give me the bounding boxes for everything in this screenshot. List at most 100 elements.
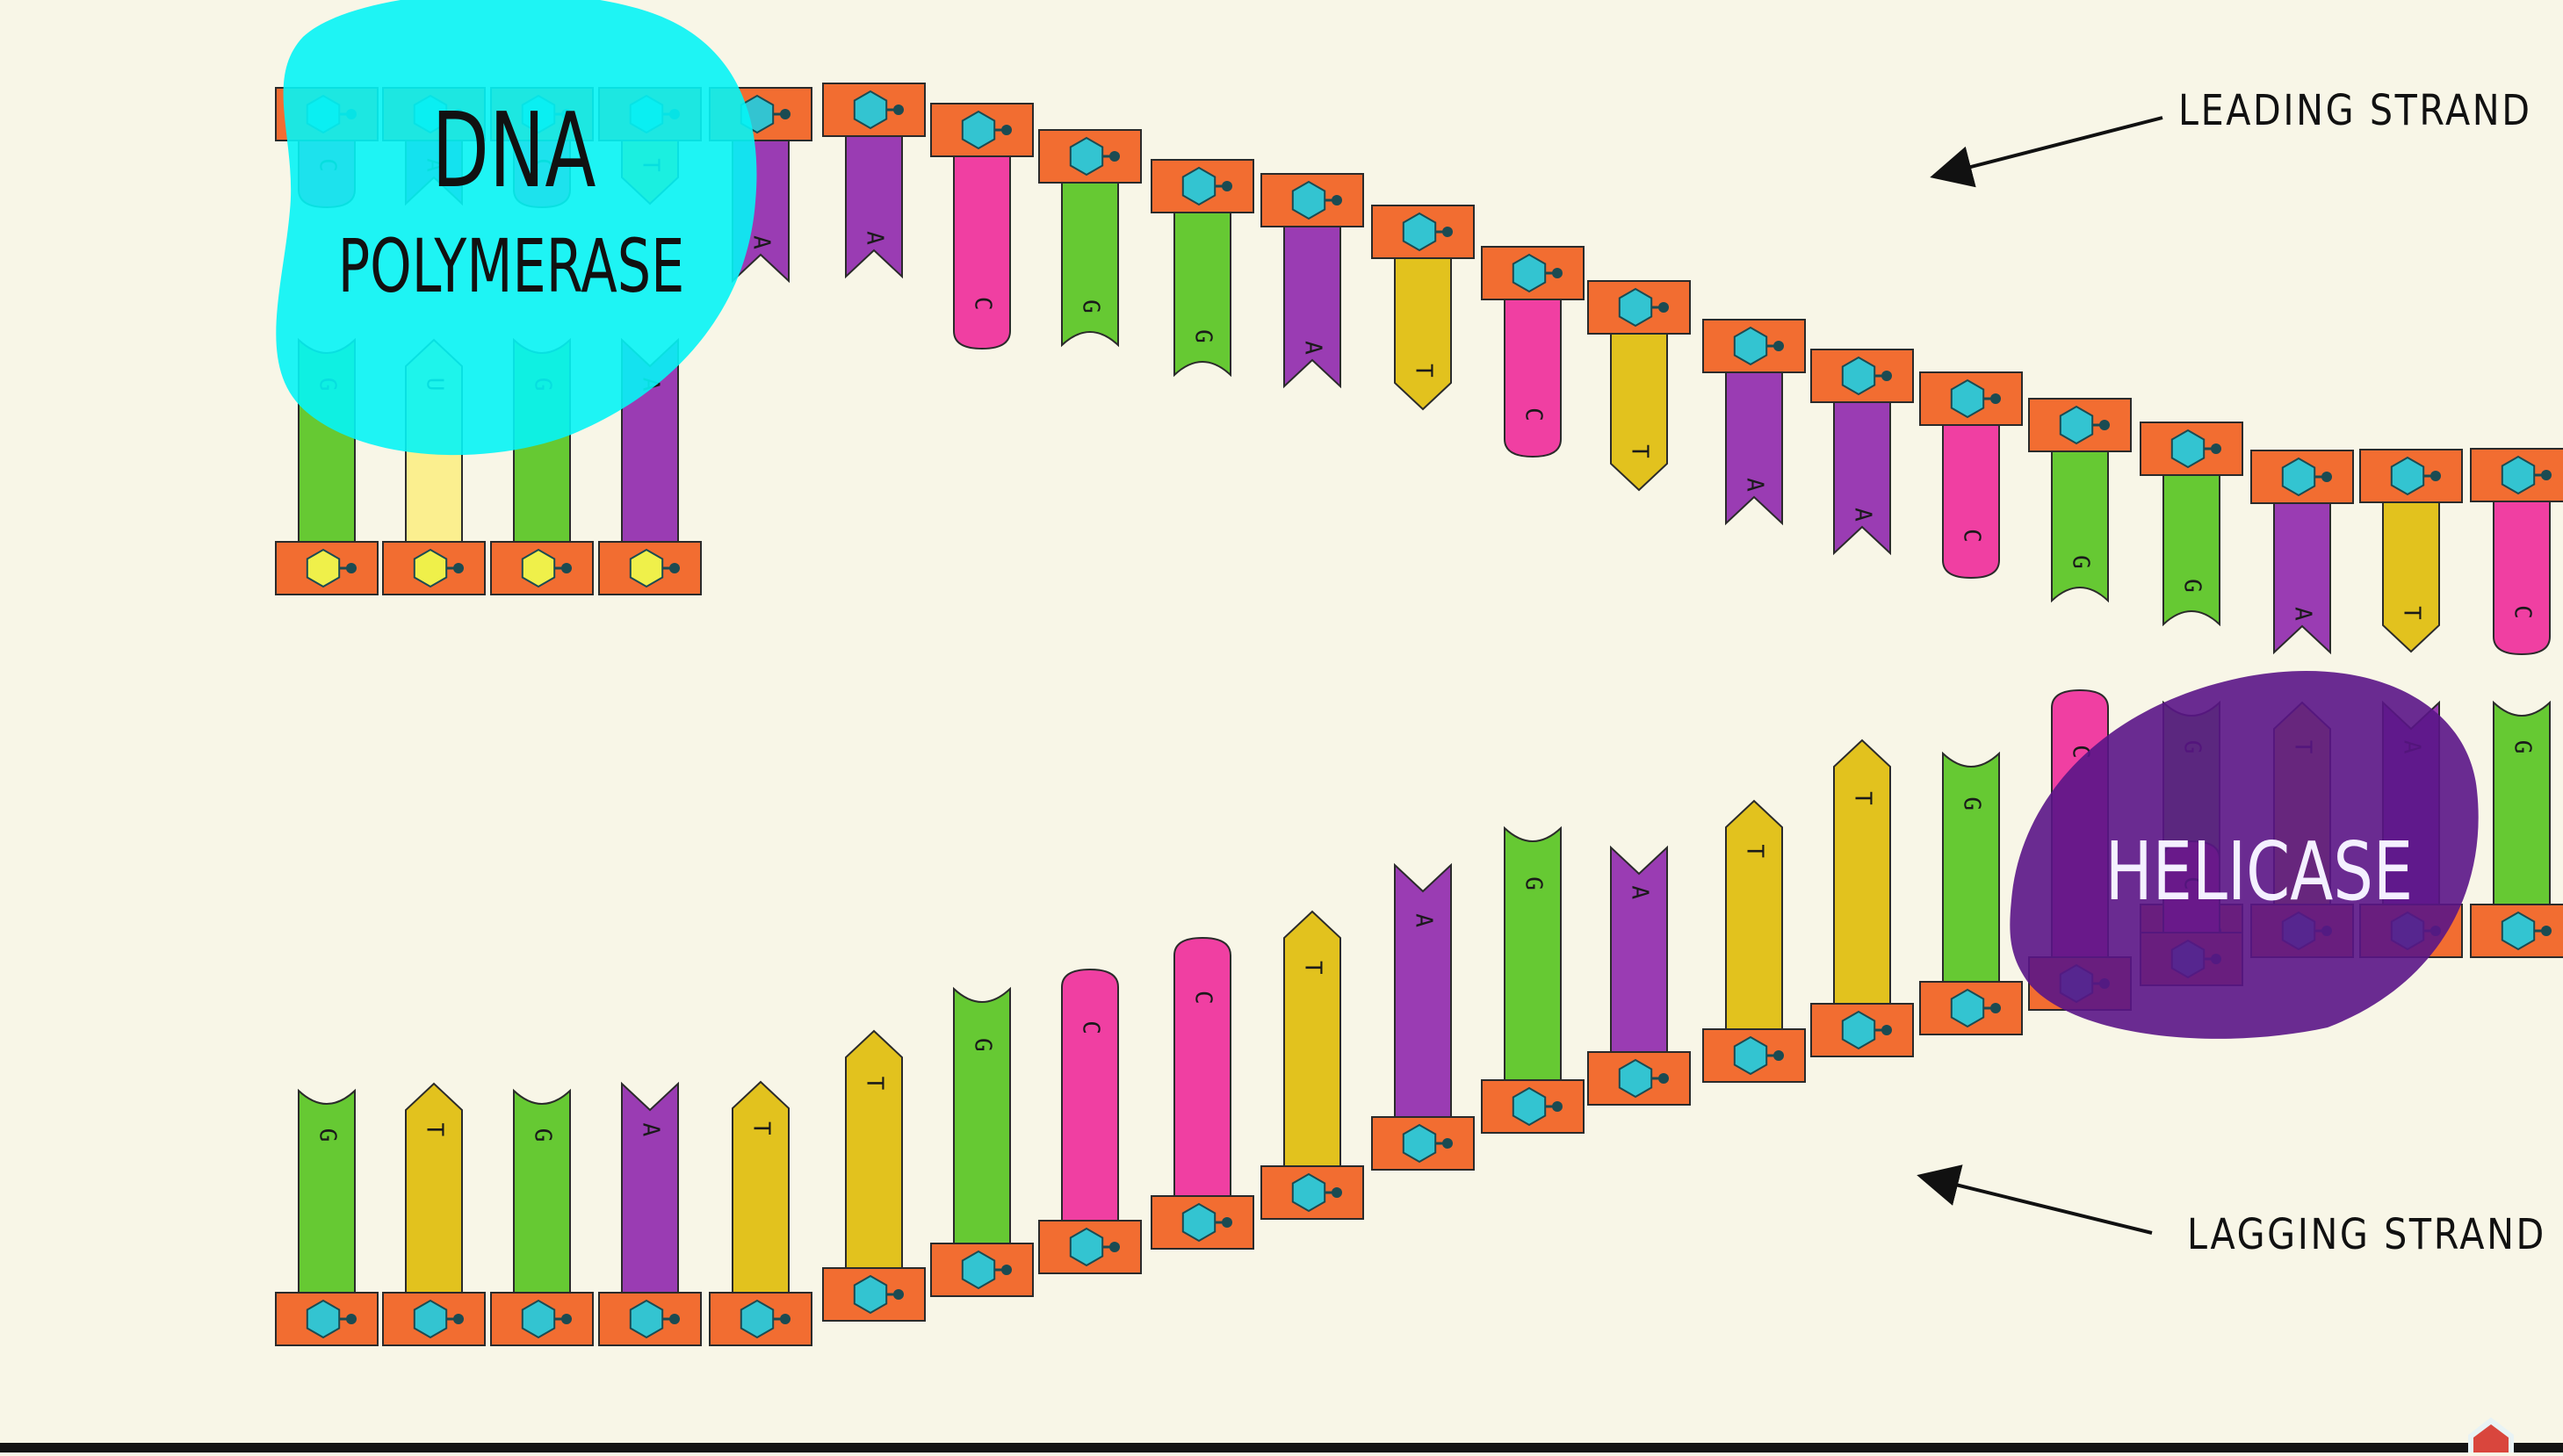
leading-template-nucleotide: A <box>1810 349 1914 556</box>
base-A <box>1283 226 1341 389</box>
base-A <box>2273 502 2331 655</box>
base-letter: C <box>1190 991 1217 1005</box>
base-letter: G <box>2509 740 2536 754</box>
phosphate-hexagon <box>1618 1058 1653 1099</box>
phosphate-dot <box>1332 195 1342 205</box>
base-letter: A <box>2290 607 2316 621</box>
base-letter: A <box>638 1123 664 1137</box>
phosphate-dot <box>1001 1265 1012 1275</box>
base-T <box>1610 333 1668 492</box>
base-letter: C <box>1520 407 1547 422</box>
base-letter: A <box>1411 913 1437 927</box>
base-letter: A <box>862 231 888 245</box>
leading-template-nucleotide: G <box>2140 422 2243 627</box>
base-letter: C <box>1078 1020 1104 1034</box>
base-letter: T <box>1627 444 1653 458</box>
lagging-template-nucleotide: C <box>1151 936 1254 1250</box>
phosphate-hexagon <box>629 1299 664 1339</box>
phosphate-dot <box>2099 420 2110 430</box>
phosphate-dot <box>2541 926 2552 936</box>
lagging-template-nucleotide: G <box>490 1088 594 1346</box>
phosphate-dot <box>1990 1003 2001 1013</box>
phosphate-dot <box>2211 443 2221 454</box>
base-letter: T <box>1300 961 1326 975</box>
base-C <box>1061 968 1119 1222</box>
base-C <box>1504 299 1562 458</box>
phosphate-hexagon <box>2170 429 2206 469</box>
phosphate-hexagon <box>2390 456 2425 496</box>
leading-template-nucleotide: G <box>2028 398 2132 603</box>
phosphate-dot <box>2541 470 2552 480</box>
base-letter: G <box>1190 329 1217 343</box>
base-G <box>513 1088 571 1294</box>
base-letter: T <box>422 1123 448 1137</box>
dna-polymerase-enzyme <box>276 0 757 456</box>
base-G <box>2493 700 2551 905</box>
phosphate-dot <box>669 563 680 573</box>
base-C <box>953 155 1011 350</box>
helicase-paired-nucleotide: G <box>2470 700 2563 958</box>
phosphate-hexagon <box>1841 356 1876 396</box>
leading-template-nucleotide: C <box>2470 448 2563 656</box>
base-T <box>1394 257 1452 411</box>
phosphate-dot <box>1552 268 1563 278</box>
leading-template-nucleotide: A <box>1260 173 1364 389</box>
base-T <box>732 1080 790 1294</box>
phosphate-dot <box>1332 1187 1342 1198</box>
lagging-template-nucleotide: T <box>1810 739 1914 1057</box>
base-T <box>1833 739 1891 1005</box>
phosphate-hexagon <box>1181 166 1217 206</box>
lagging-template-nucleotide: G <box>1919 751 2023 1035</box>
base-C <box>2493 501 2551 656</box>
lagging-strand-label: LAGGING STRAND <box>2187 1209 2546 1259</box>
base-letter: T <box>1850 791 1876 805</box>
phosphate-dot <box>561 563 572 573</box>
leading-template-nucleotide: G <box>1038 129 1142 348</box>
leading-template-nucleotide: A <box>1702 319 1806 526</box>
phosphate-hexagon <box>306 1299 341 1339</box>
phosphate-dot <box>780 1314 791 1324</box>
phosphate-hexagon <box>2501 455 2536 495</box>
base-letter: A <box>1300 341 1326 355</box>
base-A <box>1833 401 1891 556</box>
video-bottom-bar <box>0 1443 2563 1452</box>
phosphate-dot <box>1990 393 2001 404</box>
lagging-template-nucleotide: T <box>1260 910 1364 1220</box>
phosphate-hexagon <box>1512 253 1547 293</box>
phosphate-hexagon <box>413 548 448 588</box>
phosphate-dot <box>1881 1025 1892 1035</box>
base-letter: G <box>1959 796 1985 811</box>
lagging-template-nucleotide: T <box>1702 799 1806 1083</box>
dna-polymerase-label-line1: DNA <box>431 91 596 212</box>
base-G <box>2051 450 2109 603</box>
base-T <box>1725 799 1783 1030</box>
phosphate-dot <box>1658 1073 1669 1084</box>
sugar-backbone <box>490 541 594 595</box>
base-G <box>1061 182 1119 348</box>
base-A <box>1725 371 1783 526</box>
leading-template-nucleotide: C <box>1919 371 2023 580</box>
lagging-template-nucleotide: C <box>1038 968 1142 1274</box>
helicase-label: HELICASE <box>2105 825 2414 919</box>
base-letter: T <box>1411 364 1437 378</box>
phosphate-dot <box>1442 227 1453 237</box>
phosphate-hexagon <box>2501 911 2536 951</box>
phosphate-dot <box>1658 302 1669 313</box>
base-letter: G <box>2179 579 2206 593</box>
phosphate-dot <box>1773 341 1784 351</box>
base-T <box>405 1082 463 1294</box>
leading-strand-label: LEADING STRAND <box>2178 85 2532 135</box>
base-letter: A <box>748 235 775 249</box>
phosphate-dot <box>1001 125 1012 135</box>
enzymes <box>276 0 2479 1039</box>
base-T <box>1283 910 1341 1167</box>
phosphate-dot <box>1109 151 1120 162</box>
base-G <box>953 986 1011 1244</box>
sugar-backbone <box>1151 159 1254 213</box>
base-letter: G <box>2068 555 2094 569</box>
base-A <box>621 1081 679 1294</box>
leading-template-nucleotide: G <box>1151 159 1254 378</box>
base-T <box>2382 501 2440 653</box>
nucleotide-bases: CACTAACGGATCTAACGGATCGUGAGTAGGTGATTGCCTA… <box>275 83 2563 1346</box>
phosphate-hexagon <box>740 1299 775 1339</box>
